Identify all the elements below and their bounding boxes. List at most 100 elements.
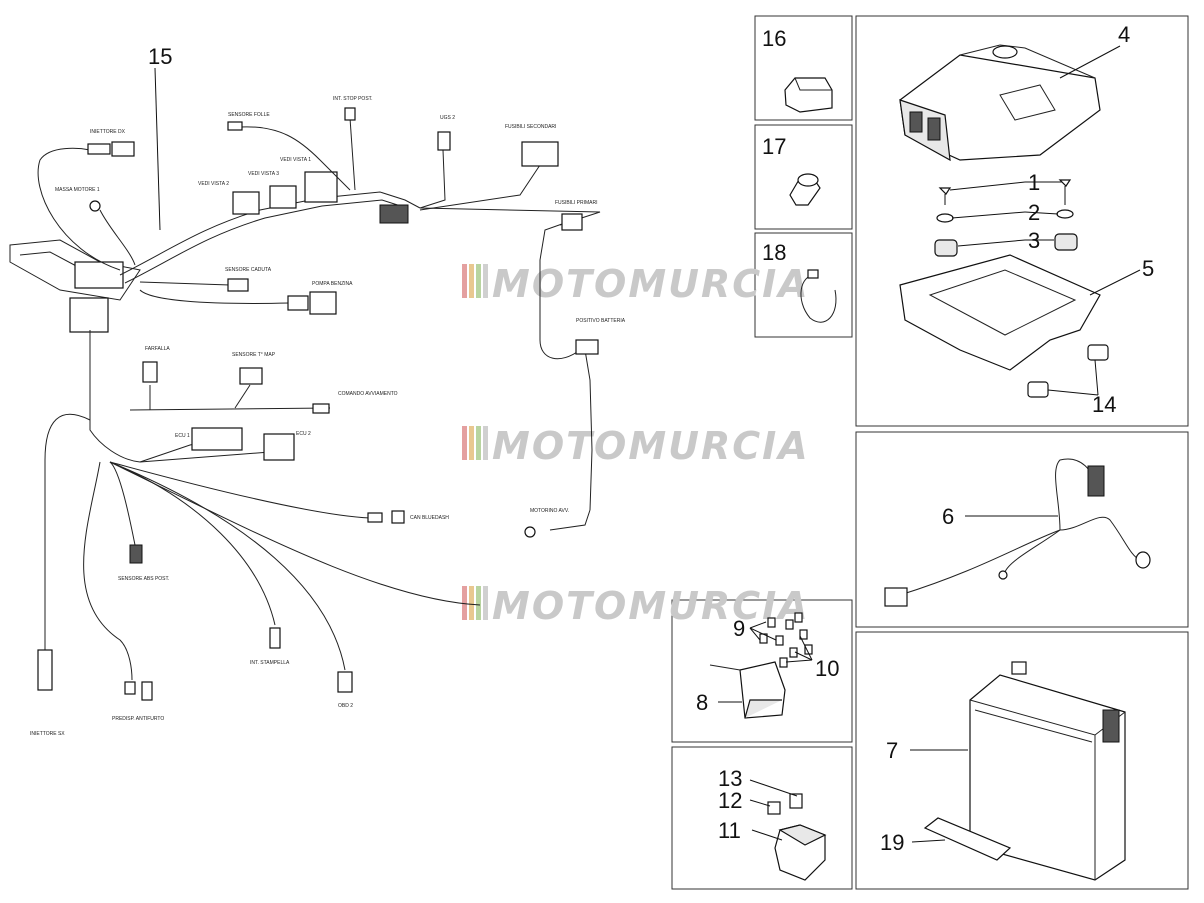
part-11-relay (774, 824, 827, 881)
iniettore-dx-connector (87, 143, 111, 155)
label-ecu-1: ECU 1 (175, 433, 190, 439)
callout-16: 16 (762, 26, 786, 51)
label-fusibili-primari: FUSIBILI PRIMARI (555, 200, 598, 206)
antifurto-plug-b (141, 681, 153, 701)
part-9-10-fuses (759, 612, 813, 668)
ecu-2-connector (263, 433, 295, 461)
callout-18: 18 (762, 240, 786, 265)
wire-ecu-2 (139, 451, 271, 463)
wire-pompa (139, 289, 291, 304)
watermark-text: MOTOMURCIA (492, 584, 810, 628)
panel-battery (855, 631, 1189, 890)
pompa-plug-a (287, 295, 309, 311)
ugs-plug (437, 131, 451, 151)
iniettore-sx-connector (37, 649, 53, 691)
label-pompa-benzina: POMPA BENZINA (312, 281, 353, 287)
part-5-ecu-support (899, 254, 1101, 371)
harness-labels: INIETTORE DX MASSA MOTORE 1 SENSORE FOLL… (30, 96, 626, 737)
antifurto-plug-a (124, 681, 136, 695)
label-can-bluedash: CAN BLUEDASH (410, 515, 449, 521)
harness-junction (74, 261, 124, 289)
label-motorino-avv: MOTORINO AVV. (530, 508, 569, 514)
label-vedi-vista-1: VEDI VISTA 1 (280, 157, 311, 163)
part-6-battery-cable (884, 458, 1151, 607)
callout-8: 8 (696, 690, 708, 715)
part-18-cable-tie (800, 269, 837, 323)
fusibili-secondari-block (521, 141, 559, 167)
watermark-2: MOTOMURCIA (462, 424, 810, 468)
label-ecu-2: ECU 2 (296, 431, 311, 437)
lower-trunk (89, 330, 141, 463)
label-obd: OBD 2 (338, 703, 353, 709)
callout-12: 12 (718, 788, 742, 813)
watermark-text: MOTOMURCIA (492, 424, 810, 468)
label-sensore-abs-post: SENSORE ABS POST. (118, 576, 169, 582)
cable-positivo (584, 349, 593, 511)
connector-vista-1 (304, 171, 338, 203)
part-19-pad (923, 817, 1012, 861)
callout-2: 2 (1028, 200, 1040, 225)
callout-10: 10 (815, 656, 839, 681)
part-17-grommet (789, 173, 821, 206)
callout-9: 9 (733, 616, 745, 641)
panel-17 (754, 124, 853, 230)
label-iniettore-dx: INIETTORE DX (90, 129, 126, 135)
label-ugs: UGS 2 (440, 115, 455, 121)
stop-post-plug (344, 107, 356, 121)
can-bluedash-plug-b (391, 510, 405, 524)
wire-ugs (419, 149, 446, 209)
junction-block (379, 204, 409, 224)
fusibili-primari-block (561, 213, 583, 231)
massa-ring-terminal (89, 200, 101, 212)
part-7-battery (969, 661, 1126, 881)
callout-13: 13 (718, 766, 742, 791)
watermark-1: MOTOMURCIA (462, 262, 808, 306)
label-sensore-caduta: SENSORE CADUTA (225, 267, 272, 273)
callout-14: 14 (1092, 392, 1116, 417)
part-14-clips (1027, 344, 1109, 398)
panel-borders (671, 15, 1189, 890)
label-massa-motore: MASSA MOTORE 1 (55, 187, 100, 193)
callout-11: 11 (718, 818, 741, 843)
iniettore-dx-plug (111, 141, 135, 157)
callout-4: 4 (1118, 22, 1130, 47)
int-stampella-plug (269, 627, 281, 649)
callout-7: 7 (886, 738, 898, 763)
wire-fusibili-primari (539, 223, 581, 360)
comando-avviamento-plug (312, 403, 330, 414)
ecu-1-connector (191, 427, 243, 451)
wire-sensore-caduta (139, 281, 231, 286)
connector-vista-2 (232, 191, 260, 215)
wire-antifurto (83, 461, 133, 681)
obd-plug (337, 671, 353, 693)
wire-fuse-box (109, 461, 481, 606)
label-sensore-map: SENSORE T° MAP (232, 352, 276, 358)
can-bluedash-plug-a (367, 512, 383, 523)
label-int-stop-post: INT. STOP POST. (333, 96, 373, 102)
label-positivo-batteria: POSITIVO BATTERIA (576, 318, 626, 324)
wire-massa (99, 209, 136, 266)
callout-1: 1 (1028, 170, 1040, 195)
label-sensore-folle: SENSORE FOLLE (228, 112, 270, 118)
leader-lines (154, 45, 1141, 843)
label-predisp-antifurto: PREDISP. ANTIFURTO (112, 716, 164, 722)
wire-comando-avviamento (129, 407, 331, 411)
callout-15: 15 (148, 44, 172, 69)
panel-battery-cable (855, 431, 1189, 628)
sensore-map-plug (239, 367, 263, 385)
frame-mount (69, 297, 109, 333)
label-farfalla: FARFALLA (145, 346, 170, 352)
wire-iniettore-dx (37, 147, 121, 271)
panel-fuse-box (671, 599, 853, 743)
connector-vista-3 (269, 185, 297, 209)
label-int-stampella: INT. STAMPELLA (250, 660, 290, 666)
wire-stop-post (349, 117, 356, 191)
wire-obd (109, 461, 346, 671)
sensore-abs-plug (129, 544, 143, 564)
part-4-ecu (899, 44, 1101, 162)
label-vedi-vista-2: VEDI VISTA 2 (198, 181, 229, 187)
sensore-caduta-plug (227, 278, 249, 292)
pompa-plug-b (309, 291, 337, 315)
sensore-folle-plug (227, 121, 243, 131)
